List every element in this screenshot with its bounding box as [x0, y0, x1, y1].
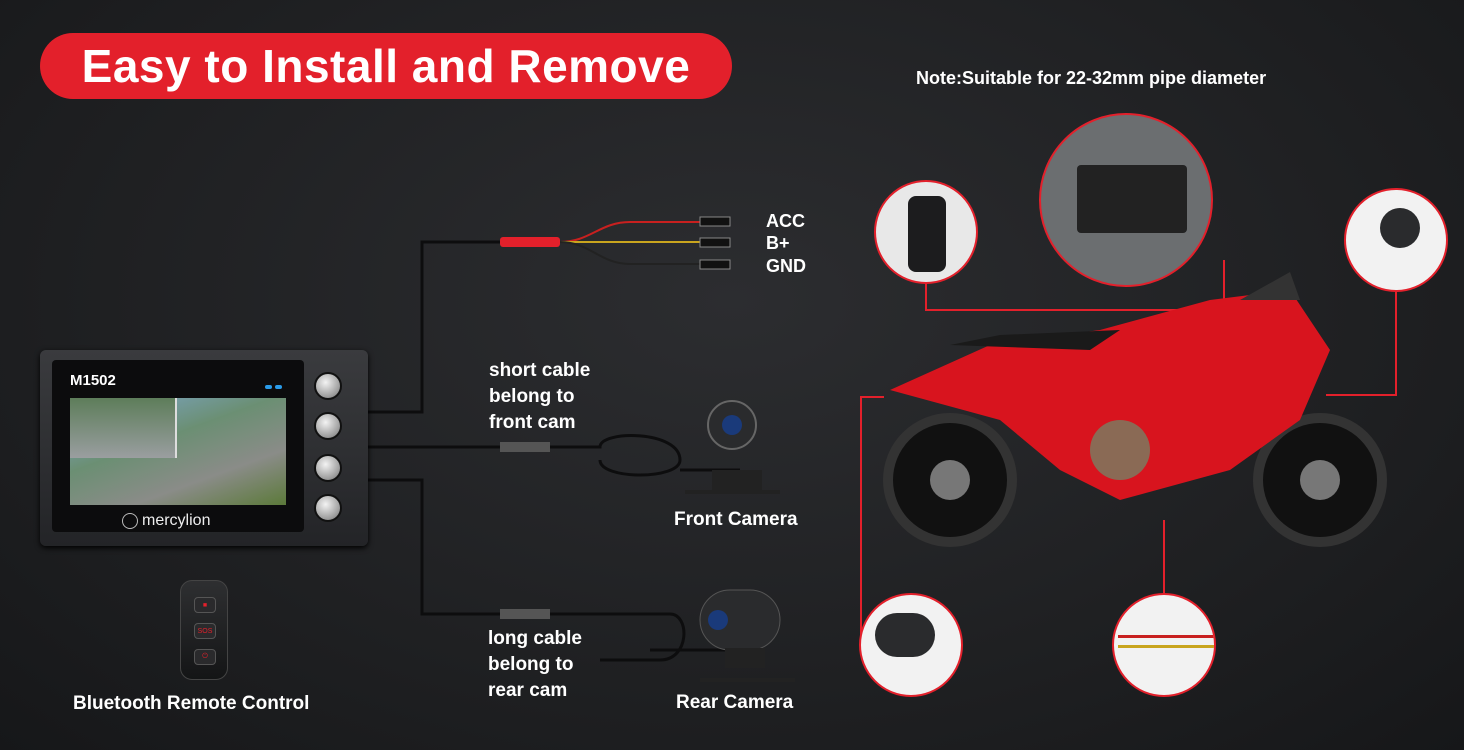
- rear-camera-label: Rear Camera: [676, 692, 794, 713]
- rear-camera-detail-circle: [859, 593, 963, 697]
- dashcam-unit: M1502 mercylion: [40, 350, 368, 546]
- front-camera-label: Front Camera: [674, 509, 798, 530]
- brand-logo: mercylion: [122, 512, 210, 530]
- brand-name: mercylion: [142, 512, 211, 529]
- remote-label: Bluetooth Remote Control: [73, 693, 310, 714]
- terminal-acc: ACC: [766, 211, 805, 231]
- rear-connector: [500, 609, 550, 619]
- rear-cable: [368, 478, 686, 662]
- record-button[interactable]: [314, 454, 342, 482]
- terminal-b-plus: B+: [766, 233, 790, 253]
- front-connector: [500, 442, 550, 452]
- front-cable-label: short cable belong to front cam: [489, 358, 590, 436]
- rear-camera-icon: [699, 589, 795, 682]
- label-line: front cam: [489, 412, 576, 433]
- bluetooth-remote: ■ SOS ⏻: [180, 580, 228, 680]
- front-camera-detail-circle: [1344, 188, 1448, 292]
- label-line: rear cam: [488, 680, 568, 701]
- motorcycle-illustration: [883, 272, 1387, 547]
- menu-button[interactable]: [314, 494, 342, 522]
- fuse-holder: [500, 237, 560, 247]
- front-camera-icon: [685, 400, 780, 494]
- model-name: M1502: [70, 372, 116, 389]
- wiring-detail-circle: [1112, 593, 1216, 697]
- down-button[interactable]: [314, 412, 342, 440]
- device-screen: M1502 mercylion: [52, 360, 304, 532]
- front-cable: [368, 434, 682, 477]
- label-line: belong to: [489, 386, 575, 407]
- sos-button[interactable]: SOS: [194, 623, 216, 639]
- screen-mount-detail-circle: [1039, 113, 1213, 287]
- power-icon[interactable]: ⏻: [194, 649, 216, 665]
- front-view-pip: [70, 398, 177, 458]
- up-button[interactable]: [314, 372, 342, 400]
- pipe-diameter-note: Note:Suitable for 22-32mm pipe diameter: [916, 68, 1267, 88]
- status-leds: [262, 376, 282, 389]
- rear-cable-label: long cable belong to rear cam: [488, 626, 582, 704]
- label-line: short cable: [489, 360, 591, 381]
- remote-detail-circle: [874, 180, 978, 284]
- terminal-gnd: GND: [766, 256, 806, 276]
- power-cable: [368, 240, 500, 414]
- video-preview: [70, 398, 286, 505]
- label-line: long cable: [488, 628, 582, 649]
- page-title: Easy to Install and Remove: [40, 33, 732, 99]
- label-line: belong to: [488, 654, 574, 675]
- lion-logo-icon: [122, 513, 138, 529]
- camera-icon[interactable]: ■: [194, 597, 216, 613]
